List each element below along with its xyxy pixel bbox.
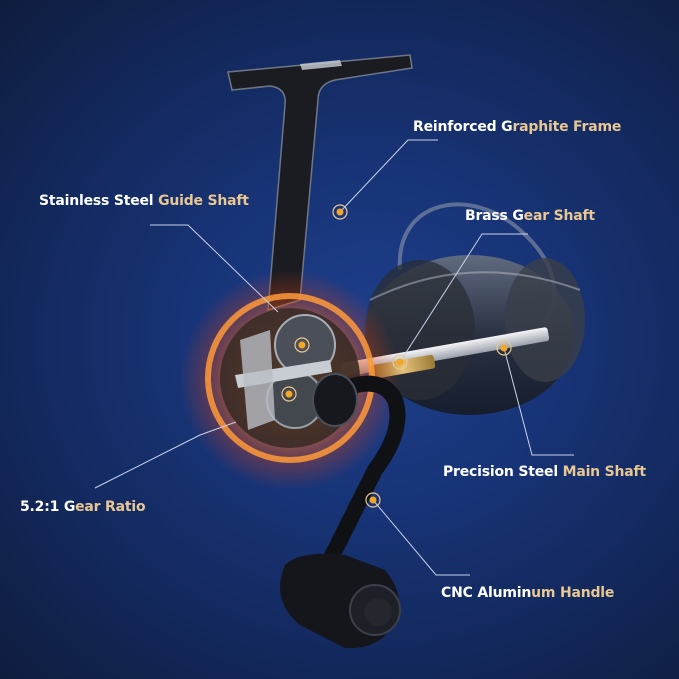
callout-brass-gear-shaft: Brass Gear Shaft (465, 208, 595, 224)
callout-gear-ratio: 5.2:1 Gear Ratio (20, 499, 146, 515)
callout-graphite-frame: Reinforced Graphite Frame (413, 119, 622, 135)
callout-guide-shaft: Stainless Steel Guide Shaft (39, 193, 249, 209)
leader-lines (94, 139, 574, 576)
markers (281, 204, 512, 508)
handle-arm (322, 375, 406, 568)
callout-aluminum-handle: CNC Aluminum Handle (441, 585, 615, 601)
callout-main-shaft: Precision Steel Main Shaft (443, 464, 646, 480)
handle-knob (280, 553, 401, 649)
reel-stem (227, 54, 413, 312)
